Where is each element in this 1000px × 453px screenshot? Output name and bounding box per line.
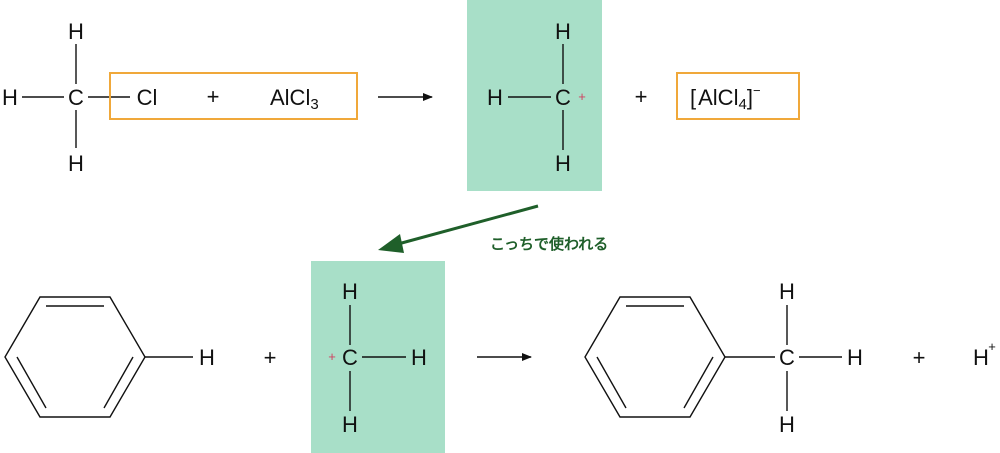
atom-h-bottom: H [779, 412, 795, 437]
positive-charge: + [578, 89, 586, 104]
benzene-ring [4, 296, 146, 418]
carbocation-2: H + C H H [328, 279, 427, 437]
green-arrow-head [378, 234, 404, 253]
alcl4-base: AlCl [698, 85, 738, 110]
atom-h-benzene: H [199, 345, 215, 370]
atom-h-right: H [847, 345, 863, 370]
atom-chlorine: Cl [137, 85, 158, 110]
plus-sign-4: + [913, 345, 926, 370]
alcl3-base: AlCl [270, 85, 310, 110]
plus-sign-1: + [207, 84, 220, 109]
negative-charge: − [753, 83, 761, 98]
atom-carbon: C [555, 85, 571, 110]
alcl4-subscript: 4 [738, 96, 746, 113]
toluene-double-bond-2 [683, 356, 714, 409]
plus-sign-3: + [264, 345, 277, 370]
highlight-box-carbocation-1 [467, 0, 602, 191]
atom-h-right: H [411, 345, 427, 370]
benzene-double-bond-3 [16, 356, 47, 409]
atom-h-bottom: H [342, 412, 358, 437]
atom-h-top: H [779, 279, 795, 304]
atom-h-top: H [555, 19, 571, 44]
alcl3-subscript: 3 [310, 96, 318, 113]
toluene-double-bond-3 [596, 356, 627, 409]
atom-carbon: C [68, 85, 84, 110]
benzene-double-bond-2 [103, 356, 134, 409]
bracket-open: [ [690, 85, 696, 110]
atom-h-left: H [2, 85, 18, 110]
reaction-2: H + H + C H H H C H H [4, 261, 996, 453]
alcl3-formula: AlCl3 [270, 85, 319, 113]
highlight-box-alcl4 [676, 72, 800, 120]
atom-h-bottom: H [555, 151, 571, 176]
toluene-ring [584, 296, 726, 418]
usage-annotation: こっちで使われる [378, 204, 608, 253]
usage-note: こっちで使われる [490, 235, 608, 253]
bracket-close: ] [747, 85, 753, 110]
methyl-chloride: H H C H Cl [2, 19, 157, 176]
proton: H + [973, 339, 996, 370]
alcl4-formula: [AlCl4]− [690, 83, 761, 113]
atom-carbon: C [779, 345, 795, 370]
proton-charge: + [988, 339, 996, 354]
reaction-1: H H C H Cl + AlCl3 H H C + H + [AlCl4]− [2, 0, 800, 191]
positive-charge: + [328, 349, 336, 364]
toluene: H C H H [584, 279, 863, 437]
atom-h-left: H [487, 85, 503, 110]
highlight-box-cl-alcl3 [109, 72, 358, 120]
atom-h-top: H [68, 19, 84, 44]
carbocation-1: H H C + H [487, 19, 586, 176]
atom-carbon: C [342, 345, 358, 370]
atom-h-bottom: H [68, 151, 84, 176]
green-arrow-shaft [397, 204, 539, 246]
plus-sign-2: + [635, 84, 648, 109]
atom-proton: H [973, 345, 989, 370]
atom-h-top: H [342, 279, 358, 304]
benzene: H [4, 296, 215, 418]
